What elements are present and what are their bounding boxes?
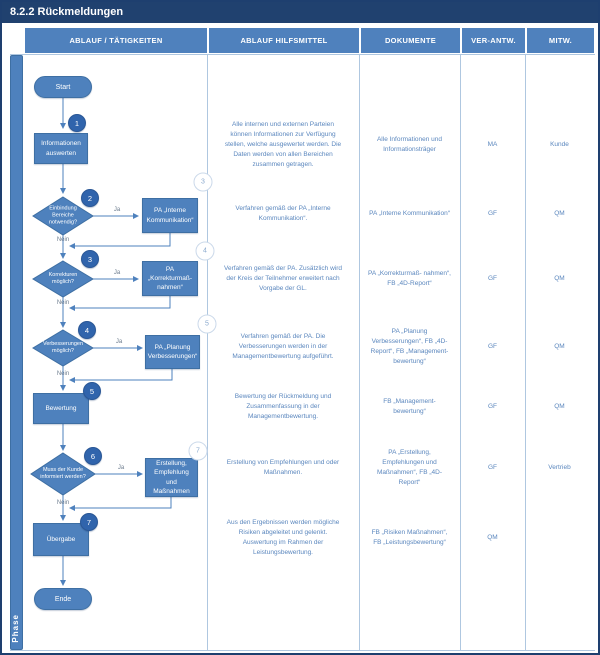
- flow-node-dec3: Korrekturen möglich?: [48, 271, 78, 285]
- step-number-badge: 4: [78, 321, 96, 339]
- cell-dokumente: PA „Planung Verbesserungen“, FB „4D-Repo…: [370, 327, 449, 366]
- cell-hilfsmittel: Bewertung der Rückmeldung und Zusammenfa…: [234, 392, 332, 421]
- cell-verantw: GF: [487, 402, 498, 410]
- cell-verantw: QM: [487, 533, 498, 541]
- step-number-badge: 2: [81, 189, 99, 207]
- table-row: Verfahren gemäß der PA. Die Verbesserung…: [207, 310, 594, 384]
- table-top-line: [10, 54, 595, 55]
- column-divider: [359, 54, 360, 650]
- cell-verantw: MA: [487, 140, 498, 148]
- phase-strip: Phase: [10, 55, 23, 650]
- column-header-mitw: MITW.: [527, 28, 594, 53]
- cell-verantw: GF: [487, 209, 498, 217]
- flow-node-pa-komm: PA „Interne Kommunikation“: [142, 198, 198, 233]
- yes-branch-label: Ja: [117, 465, 125, 471]
- connector-number-badge: 3: [193, 172, 213, 192]
- no-branch-label: Nein: [56, 500, 70, 506]
- step-number-badge: 5: [83, 382, 101, 400]
- decision-shape: [32, 329, 94, 367]
- cell-hilfsmittel: Erstellung von Empfehlungen und oder Maß…: [226, 458, 340, 476]
- column-divider: [207, 54, 208, 650]
- flow-node-erstellung: Erstellung, Empfehlung und Maßnahmen: [145, 458, 198, 497]
- cell-hilfsmittel: Verfahren gemäß der PA. Zusätzlich wird …: [223, 264, 342, 293]
- step-number-badge: 3: [81, 250, 99, 268]
- no-branch-label: Nein: [56, 300, 70, 306]
- cell-hilfsmittel: Verfahren gemäß der PA „Interne Kommunik…: [235, 204, 331, 222]
- cell-mitw: QM: [554, 402, 565, 410]
- table-row: Erstellung von Empfehlungen und oder Maß…: [207, 431, 594, 505]
- table-row: Bewertung der Rückmeldung und Zusammenfa…: [207, 370, 594, 444]
- cell-dokumente: PA „Interne Kommunikation“: [369, 209, 450, 217]
- flow-node-pa-korrektur: PA „Korrekturmaß- nahmen“: [142, 261, 198, 296]
- cell-verantw: GF: [487, 274, 498, 282]
- yes-branch-label: Ja: [115, 339, 123, 345]
- column-header-verantw: VER-ANTW.: [462, 28, 525, 53]
- flow-node-pa-planung: PA „Planung Verbesserungen“: [145, 335, 200, 369]
- page-title: 8.2.2 Rückmeldungen: [2, 2, 598, 23]
- connector-number-badge: 7: [188, 441, 208, 461]
- flow-node-step1: Informationen auswerten: [34, 133, 88, 164]
- column-divider: [525, 54, 526, 650]
- yes-branch-label: Ja: [113, 207, 121, 213]
- table-row: Verfahren gemäß der PA „Interne Kommunik…: [207, 177, 594, 251]
- cell-mitw: Vertrieb: [548, 463, 571, 471]
- cell-dokumente: PA „Erstellung, Empfehlungen und Maßnahm…: [376, 448, 443, 487]
- cell-mitw: QM: [554, 342, 565, 350]
- step-number-badge: 6: [84, 447, 102, 465]
- cell-hilfsmittel: Aus den Ergebnissen werden mögliche Risi…: [226, 518, 340, 557]
- cell-verantw: GF: [487, 342, 498, 350]
- no-branch-label: Nein: [56, 371, 70, 377]
- decision-shape: [32, 196, 94, 236]
- cell-mitw: Kunde: [550, 140, 569, 148]
- cell-dokumente: PA „Korrekturmaß- nahmen“, FB „4D-Report…: [368, 269, 451, 287]
- cell-mitw: QM: [554, 209, 565, 217]
- decision-shape: [32, 260, 94, 298]
- flow-node-dec6: Muss der Kunde informiert werden?: [40, 466, 86, 480]
- cell-dokumente: FB „Risiken Maßnahmen“, FB „Leistungsbew…: [371, 528, 448, 546]
- flow-node-dec2: Einbindung Bereiche notwendig?: [48, 205, 78, 226]
- step-number-badge: 7: [80, 513, 98, 531]
- table-row: Aus den Ergebnissen werden mögliche Risi…: [207, 501, 594, 575]
- flow-node-step7: Übergabe: [33, 523, 89, 556]
- column-header-taetigkeiten: ABLAUF / TÄTIGKEITEN: [25, 28, 207, 53]
- step-number-badge: 1: [68, 114, 86, 132]
- column-header-dokumente: DOKUMENTE: [361, 28, 460, 53]
- yes-branch-label: Ja: [113, 270, 121, 276]
- table-row: Verfahren gemäß der PA. Zusätzlich wird …: [207, 242, 594, 316]
- cell-hilfsmittel: Alle internen und externen Parteien könn…: [224, 120, 342, 169]
- table-row: Alle internen und externen Parteien könn…: [207, 108, 594, 182]
- column-divider: [460, 54, 461, 650]
- cell-dokumente: Alle Informationen und Informationsträge…: [376, 135, 443, 153]
- cell-verantw: GF: [487, 463, 498, 471]
- flow-node-step5: Bewertung: [33, 393, 89, 424]
- decision-shape: [30, 452, 96, 496]
- flow-node-start: Start: [34, 76, 92, 98]
- flow-node-end: Ende: [34, 588, 92, 610]
- cell-hilfsmittel: Verfahren gemäß der PA. Die Verbesserung…: [232, 332, 334, 361]
- connector-number-badge: 4: [195, 241, 215, 261]
- cell-mitw: QM: [554, 274, 565, 282]
- table-bottom-line: [10, 650, 595, 651]
- connector-number-badge: 5: [197, 314, 217, 334]
- flow-node-dec4: Verbesserungen möglich?: [42, 340, 84, 354]
- column-header-hilfsmittel: ABLAUF HILFSMITTEL: [209, 28, 359, 53]
- cell-dokumente: FB „Management- bewertung“: [383, 397, 436, 415]
- no-branch-label: Nein: [56, 237, 70, 243]
